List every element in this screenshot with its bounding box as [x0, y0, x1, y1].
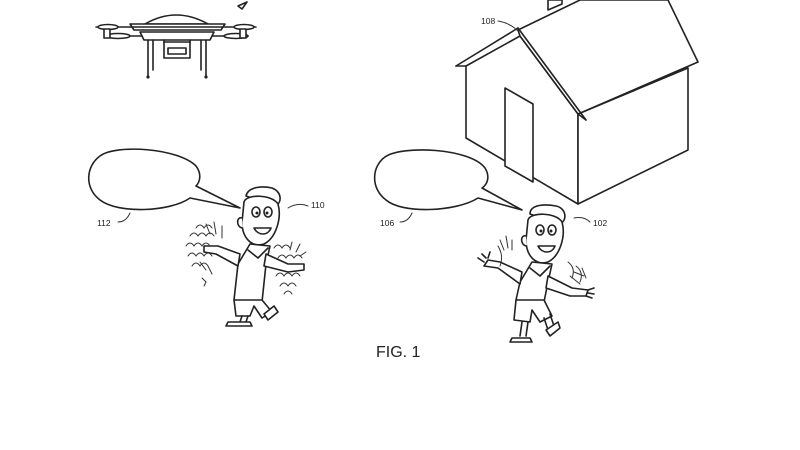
speech-bubble-right	[373, 149, 523, 223]
label-108: 108	[481, 16, 495, 26]
person-left-illustration	[185, 186, 309, 327]
label-102: 102	[593, 218, 607, 228]
person-right-illustration	[477, 204, 595, 343]
label-110: 110	[311, 200, 325, 210]
label-106: 106	[380, 218, 394, 228]
label-112: 112	[97, 218, 111, 228]
house-illustration	[455, 0, 699, 205]
speech-bubble-left	[87, 148, 241, 223]
drone-illustration	[95, 1, 257, 79]
figure-caption: FIG. 1	[376, 344, 421, 361]
